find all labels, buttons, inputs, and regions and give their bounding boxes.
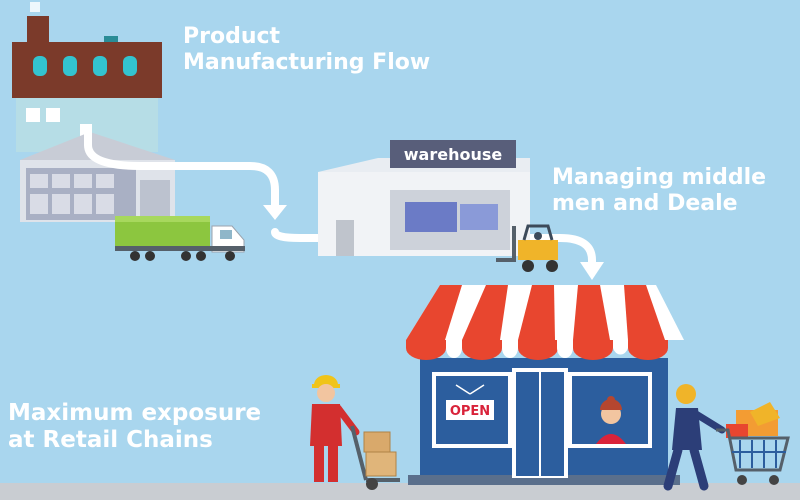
product-label-line2: Manufacturing Flow <box>183 49 431 75</box>
ground <box>0 483 800 500</box>
shopper-icon <box>663 384 790 491</box>
shopkeeper-icon <box>596 396 626 444</box>
open-sign-text: OPEN <box>450 404 490 419</box>
retail-exposure-label: Maximum exposure at Retail Chains <box>8 400 261 454</box>
retail-label-line1: Maximum exposure <box>8 400 262 426</box>
middlemen-label: Managing middle men and Deale <box>552 165 766 217</box>
warehouse-sign <box>390 140 516 168</box>
shop-awning <box>406 285 684 360</box>
flow-arrowhead <box>263 205 287 220</box>
forklift-icon <box>496 224 558 272</box>
warehouse-sign-text: warehouse <box>404 145 503 164</box>
delivery-worker-icon <box>310 375 400 490</box>
middlemen-label-line1: Managing middle <box>552 165 767 190</box>
product-label-line1: Product <box>183 24 281 49</box>
truck-icon <box>115 216 245 261</box>
open-sign <box>446 400 494 420</box>
flow-arrowhead <box>580 262 604 280</box>
factory-icon <box>12 2 175 222</box>
middlemen-label-line2: men and Deale <box>552 190 738 216</box>
product-manufacturing-label: Product Manufacturing Flow <box>183 24 430 76</box>
flow-arrow-icon <box>84 126 596 272</box>
warehouse-icon <box>318 140 530 256</box>
retail-label-line2: at Retail Chains <box>8 427 213 454</box>
shop-icon <box>406 285 684 485</box>
